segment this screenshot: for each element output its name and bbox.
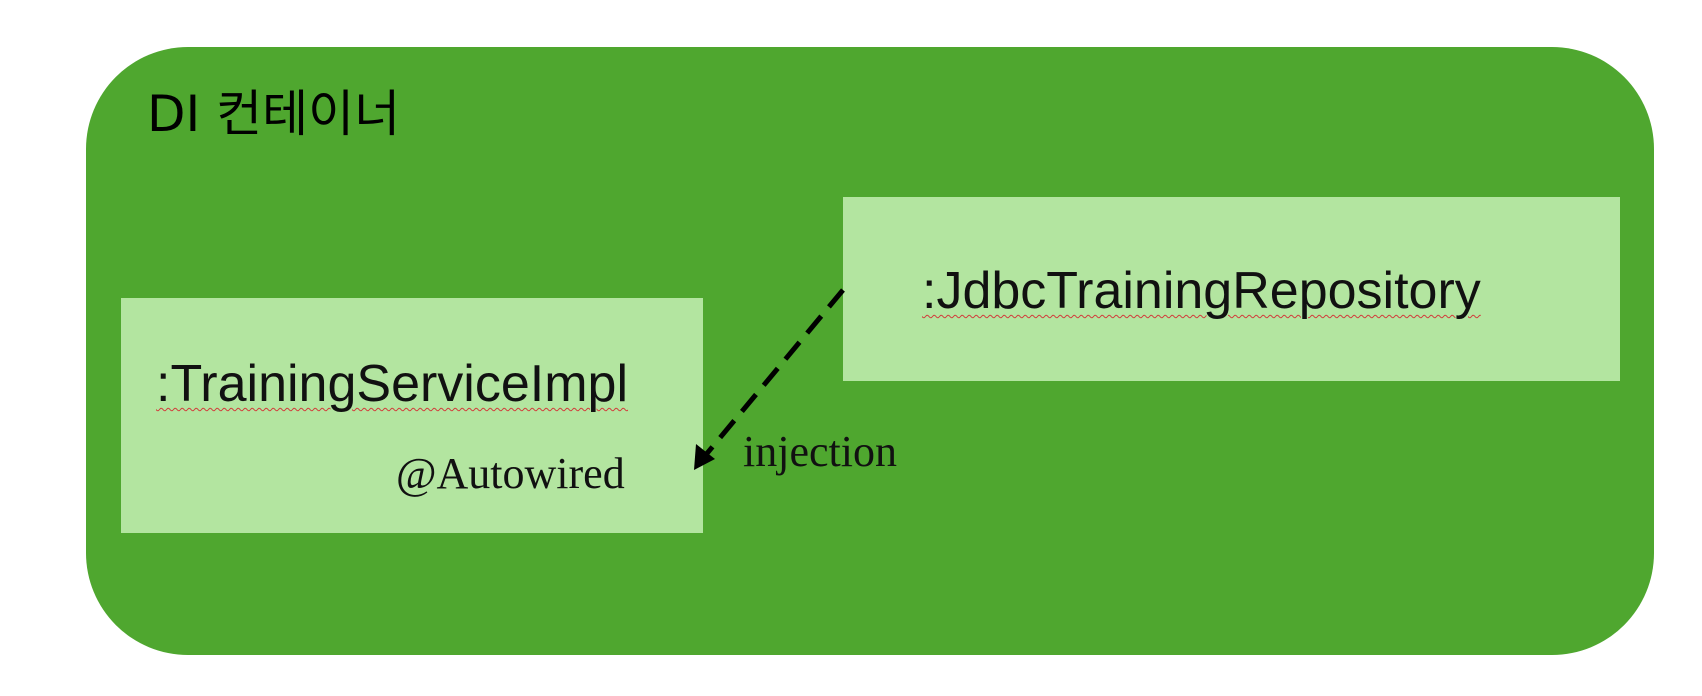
training-service-impl-box xyxy=(121,298,703,533)
jdbc-training-repository-box xyxy=(843,197,1620,381)
autowired-annotation: @Autowired xyxy=(396,449,625,498)
container-title: DI 컨테이너 xyxy=(147,85,401,143)
jdbc-training-repository-label: :JdbcTrainingRepository xyxy=(922,262,1481,320)
training-service-impl-label: :TrainingServiceImpl xyxy=(156,355,629,413)
injection-label: injection xyxy=(743,427,897,476)
